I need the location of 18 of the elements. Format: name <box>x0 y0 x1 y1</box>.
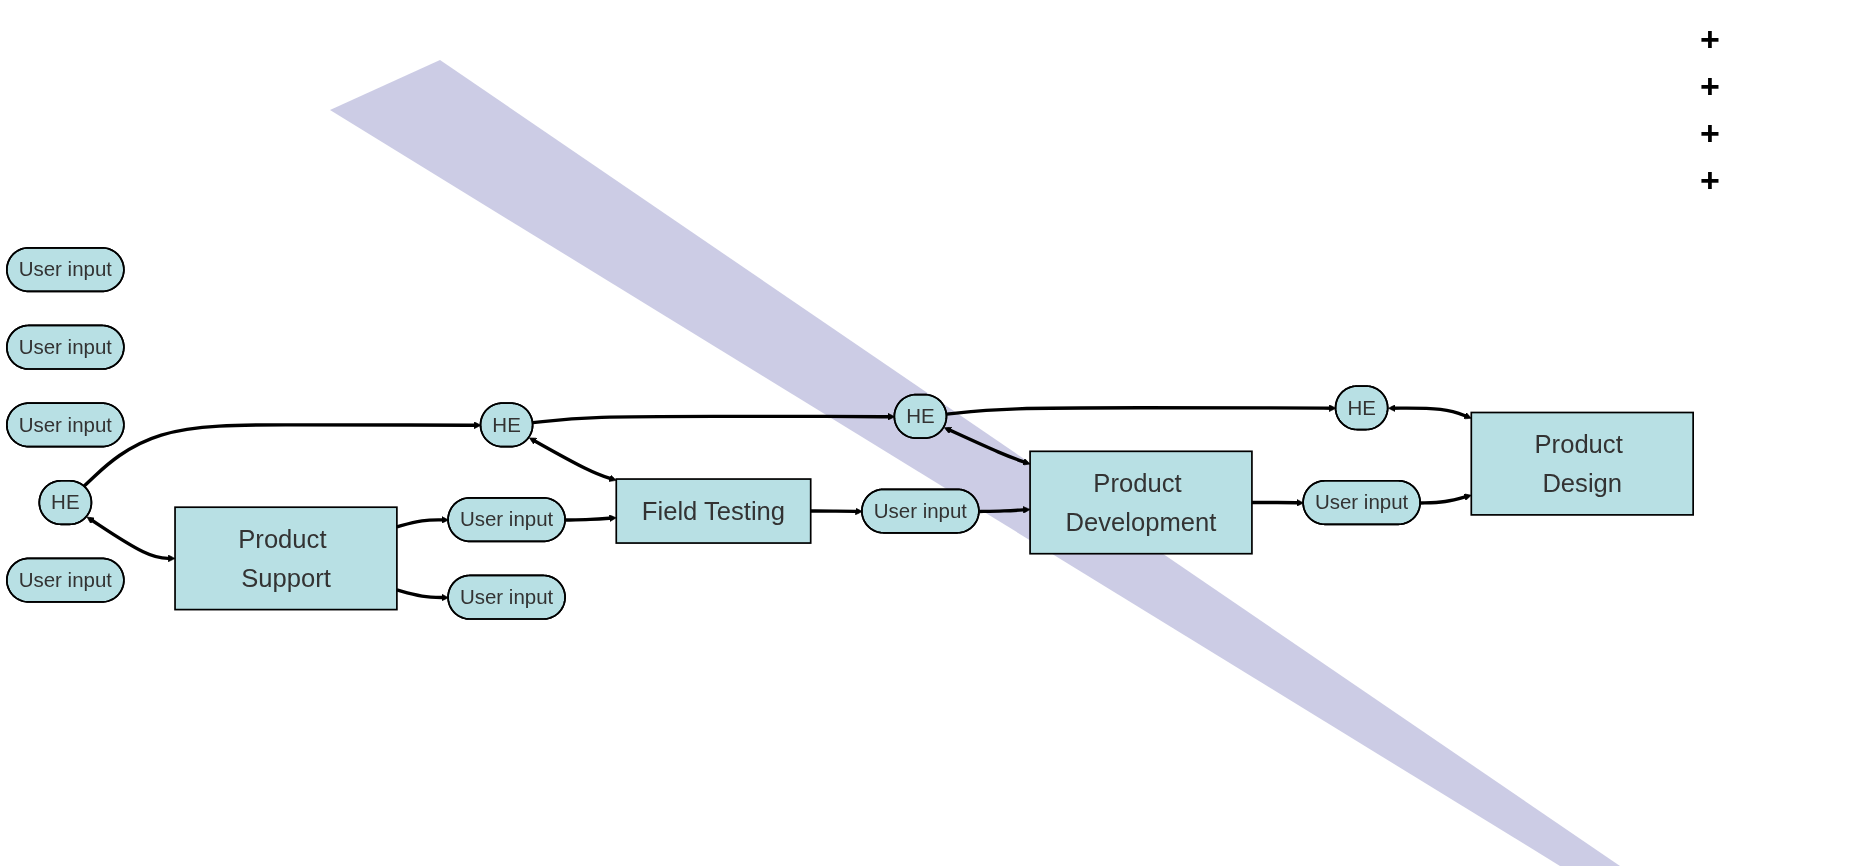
node-box: Product Support <box>174 505 398 611</box>
arrow <box>1420 493 1472 505</box>
plus-sign: + <box>1700 67 1721 106</box>
plus-sign: + <box>1700 20 1721 59</box>
arrow <box>565 514 617 522</box>
arrow <box>1251 498 1304 507</box>
arrow <box>979 505 1031 514</box>
arrow <box>396 587 449 601</box>
arrow <box>529 437 617 482</box>
node-box: Product Development <box>1029 450 1253 555</box>
arrow <box>1388 404 1472 419</box>
arrow <box>396 515 449 529</box>
plus-sign: + <box>1700 114 1721 153</box>
arrow <box>86 516 176 562</box>
node-box: Field Testing <box>615 477 812 544</box>
arrow <box>944 426 1031 465</box>
node-box: Product Design <box>1470 411 1694 516</box>
plus-sign: + <box>1700 161 1721 200</box>
